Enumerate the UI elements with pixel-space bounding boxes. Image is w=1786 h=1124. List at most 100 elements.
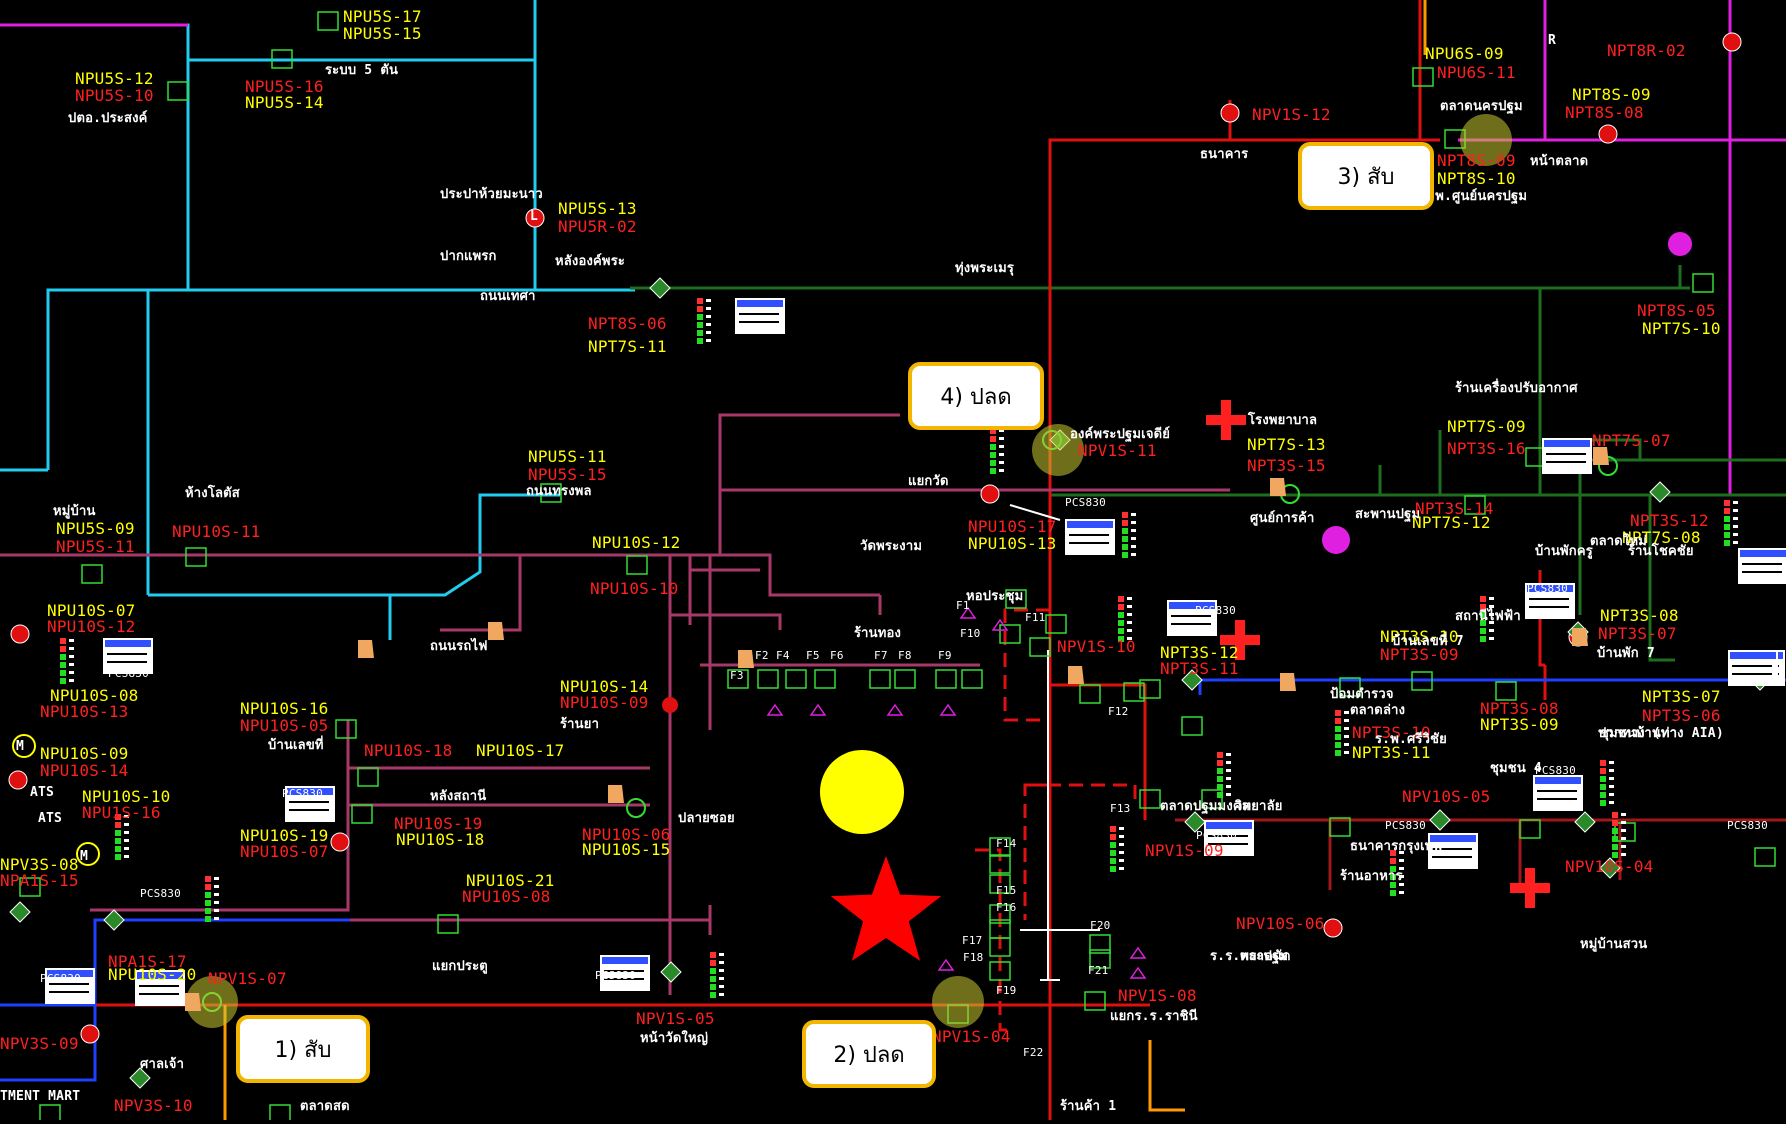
meter-tick	[124, 815, 129, 818]
meter-tick	[1399, 851, 1404, 854]
location-label: ร้านยา	[560, 717, 600, 732]
location-label: ร.ร.พระปฐม	[1210, 949, 1289, 964]
motor-symbol	[12, 734, 36, 758]
meter-bar	[1118, 620, 1124, 626]
switch-symbol	[271, 49, 293, 69]
equipment-label: NPT3S-10	[1380, 627, 1459, 646]
equipment-label: NPV3S-09	[0, 1034, 79, 1053]
meter-tick	[1489, 597, 1494, 600]
transformer-symbol	[1593, 447, 1609, 465]
scada-panel-header	[1544, 440, 1590, 447]
switch-symbol	[1692, 273, 1714, 293]
panel-tag: PCS830	[1727, 819, 1768, 832]
switch-symbol	[1519, 819, 1541, 839]
equipment-label: NPU10S-14	[40, 761, 129, 780]
breaker-symbol	[1220, 103, 1240, 123]
equipment-label: NPV1S-04	[932, 1027, 1011, 1046]
device-tag: M	[16, 739, 25, 754]
chedi-marker	[820, 750, 904, 834]
feeder-tag: F21	[1088, 964, 1109, 977]
panel-tag: PCS830	[1196, 829, 1237, 842]
coupler-symbol	[1574, 811, 1596, 833]
meter-tick	[999, 429, 1004, 432]
meter-tick	[214, 893, 219, 896]
meter-bar	[1122, 536, 1128, 542]
panel-tag: PCS830	[1385, 819, 1426, 832]
meter-tick	[1733, 533, 1738, 536]
ground-symbol	[1129, 946, 1147, 959]
meter-tick	[706, 307, 711, 310]
equipment-label: NPT3S-07	[1598, 624, 1677, 643]
callout-step-3: 3) สับ	[1298, 142, 1434, 210]
meter-bar	[1110, 866, 1116, 872]
meter-bar	[1390, 866, 1396, 872]
equipment-label: NPT3S-09	[1480, 715, 1559, 734]
red-marker	[662, 697, 678, 713]
equipment-label: NPT8S-10	[1437, 169, 1516, 188]
meter-tick	[1399, 891, 1404, 894]
equipment-label: NPV10S-04	[1565, 857, 1654, 876]
equipment-label: NPV1S-11	[1078, 441, 1157, 460]
white-feeder-lines	[1009, 504, 1100, 981]
meter-bar	[710, 968, 716, 974]
switch-symbol	[999, 624, 1021, 644]
meter-tick	[1131, 545, 1136, 548]
switch-symbol	[81, 564, 103, 584]
coupler-symbol	[129, 1067, 151, 1089]
panel-tag: PCS830	[282, 787, 323, 800]
location-label: ชุมชน 4	[1490, 761, 1542, 776]
equipment-label: NPV1S-05	[636, 1009, 715, 1028]
meter-bar	[115, 830, 121, 836]
switch-symbol	[1084, 991, 1106, 1011]
switch-symbol	[1079, 684, 1101, 704]
equipment-label: NPU5S-17	[343, 7, 422, 26]
equipment-label: NPU5S-13	[558, 199, 637, 218]
breaker-symbol	[525, 208, 545, 228]
equipment-label: NPV1S-07	[208, 969, 287, 988]
meter-bar	[1110, 842, 1116, 848]
location-label: สะพานปฐม	[1355, 507, 1421, 522]
coupler-symbol	[660, 961, 682, 983]
meter-bar	[710, 992, 716, 998]
meter-bar	[115, 814, 121, 820]
meter-tick	[719, 969, 724, 972]
meter-bar	[1390, 858, 1396, 864]
meter-bar	[1335, 718, 1341, 724]
switch-symbol	[335, 719, 357, 739]
meter-tick	[214, 877, 219, 880]
meter-bar	[115, 822, 121, 828]
meter-tick	[1127, 613, 1132, 616]
meter-bar	[1118, 636, 1124, 642]
switch-symbol	[894, 669, 916, 689]
location-label: หลังสถานี	[430, 789, 487, 804]
meter-tick	[1127, 637, 1132, 640]
meter-tick	[214, 885, 219, 888]
breaker-symbol	[1323, 918, 1343, 938]
location-label: หมู่บ้านสวน	[1580, 937, 1648, 952]
device-tag: M	[80, 849, 89, 864]
equipment-label: NPT3S-14	[1415, 499, 1494, 518]
meter-bar	[1335, 742, 1341, 748]
meter-tick	[124, 831, 129, 834]
equipment-label: NPU5S-11	[528, 447, 607, 466]
location-label: บ้านพักครู	[1535, 544, 1593, 559]
transformer-symbol	[608, 785, 624, 803]
location-label: ร.พ.ศรีวิชัย	[1375, 732, 1447, 747]
breaker-symbol	[980, 484, 1000, 504]
location-label: ตลาดปฐมมงคล	[1160, 799, 1250, 814]
ground-symbol	[937, 958, 955, 971]
meter-bar	[1480, 636, 1486, 642]
meter-tick	[999, 445, 1004, 448]
coupler-symbol	[1599, 857, 1621, 879]
meter-bar	[697, 306, 703, 312]
meter-bar	[1335, 726, 1341, 732]
location-label: แยกประตู	[432, 959, 488, 974]
scada-panel-header	[1740, 550, 1786, 557]
scada-panel-header	[1206, 822, 1252, 829]
meter-tick	[1226, 753, 1231, 756]
meter-tick	[1131, 553, 1136, 556]
meter-bar	[1122, 520, 1128, 526]
meter-bar	[1612, 836, 1618, 842]
